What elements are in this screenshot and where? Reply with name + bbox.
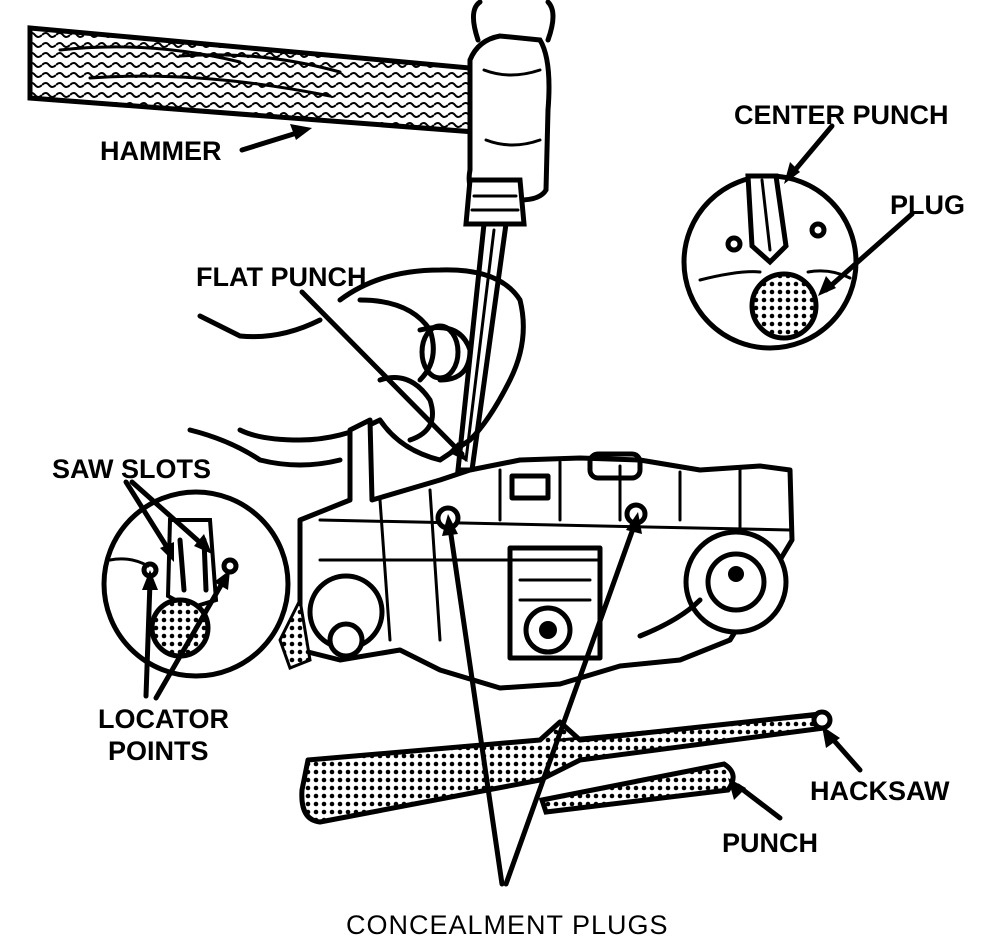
punch-label: PUNCH <box>722 828 818 858</box>
locator-points-label-line1: LOCATOR <box>98 704 229 734</box>
center-punch-inset <box>681 173 859 351</box>
saw-slots-label: SAW SLOTS <box>52 454 211 484</box>
hammer-label: HAMMER <box>100 136 222 166</box>
concealment-plugs-label: CONCEALMENT PLUGS <box>346 910 669 940</box>
saw-slots-inset <box>101 489 291 679</box>
punch-illustration <box>538 761 736 815</box>
flat-punch-label: FLAT PUNCH <box>196 262 366 292</box>
leader-lines <box>123 123 915 887</box>
locator-points-label-line2: POINTS <box>108 736 209 766</box>
center-punch-label: CENTER PUNCH <box>734 100 949 130</box>
hacksaw-label: HACKSAW <box>810 776 950 806</box>
plug-label: PLUG <box>890 190 965 220</box>
hammer-illustration <box>27 0 556 203</box>
hand-illustration <box>187 267 526 468</box>
flat-punch-illustration <box>455 177 527 473</box>
valve-body-illustration <box>278 417 795 691</box>
